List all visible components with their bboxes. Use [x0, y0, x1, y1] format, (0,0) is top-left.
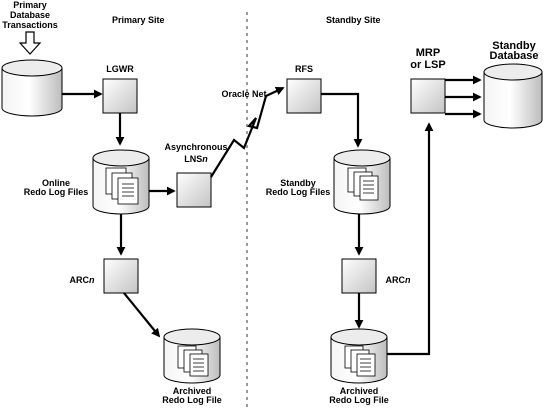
primary-archived-label-line1: Archived: [173, 386, 212, 396]
lns-label: LNSn: [184, 154, 208, 164]
arc-to-archive-arrow: [123, 292, 161, 338]
primary-archived-label-line2: Redo Log File: [162, 395, 222, 405]
primary-site-title: Primary Site: [112, 15, 165, 25]
standby-arc-process-box: [341, 258, 377, 294]
asynchronous-label: Asynchronous: [164, 142, 227, 152]
online-redo-label-line1: Online: [42, 178, 70, 188]
standby-arc-label-base: ARC: [386, 275, 406, 285]
mrp-label-line2: or LSP: [410, 59, 445, 71]
standby-archived-label-line1: Archived: [340, 386, 379, 396]
transactions-label-line1: Primary: [13, 0, 47, 10]
standby-redo-label-line2: Redo Log Files: [266, 187, 331, 197]
lgwr-process-box: [102, 78, 138, 114]
primary-arc-process-box: [103, 258, 139, 294]
lns-label-base: LNS: [184, 154, 202, 164]
primary-archived-log-icon: [163, 328, 221, 384]
mrp-label-line1: MRP: [416, 47, 440, 59]
archive-to-mrp-arrow: [387, 122, 434, 356]
standby-db-label-line2: Database: [490, 50, 539, 62]
standby-database-icon: [483, 63, 543, 129]
standby-redo-label-line1: Standby: [280, 178, 316, 188]
redo-documents-icon: [105, 167, 139, 205]
primary-arc-label: ARCn: [70, 275, 96, 285]
primary-arc-label-suffix: n: [89, 275, 95, 285]
standby-redo-log-icon: [333, 149, 391, 215]
standby-arc-label-suffix: n: [405, 275, 411, 285]
oracle-net-label: Oracle Net: [221, 89, 266, 99]
standby-arc-label: ARCn: [386, 275, 412, 285]
transactions-label-line3: Transactions: [2, 20, 58, 30]
primary-arc-label-base: ARC: [70, 275, 90, 285]
standby-archived-log-icon: [330, 328, 388, 384]
primary-database-icon: [1, 59, 63, 117]
rfs-to-standby-redo-arrow: [321, 92, 363, 148]
rfs-process-box: [286, 78, 322, 114]
primary-archive-documents-icon: [177, 345, 209, 377]
mrp-lsp-process-box: [410, 78, 446, 114]
standby-db-label-line1: Standby: [492, 40, 536, 52]
online-redo-label-line2: Redo Log Files: [24, 187, 89, 197]
standby-archived-label-line2: Redo Log File: [329, 395, 389, 405]
rfs-label: RFS: [295, 64, 313, 74]
standby-redo-documents-icon: [347, 167, 379, 201]
lns-process-box: [176, 172, 212, 208]
online-redo-log-icon: [92, 149, 150, 215]
lgwr-label: LGWR: [106, 64, 134, 74]
standby-archive-documents-icon: [344, 345, 376, 377]
transactions-arrow-icon: [18, 31, 42, 55]
standby-site-title: Standby Site: [326, 15, 381, 25]
lns-label-suffix: n: [202, 154, 208, 164]
oracle-net-link-icon: [210, 87, 285, 178]
transactions-label-line2: Database: [10, 10, 50, 20]
